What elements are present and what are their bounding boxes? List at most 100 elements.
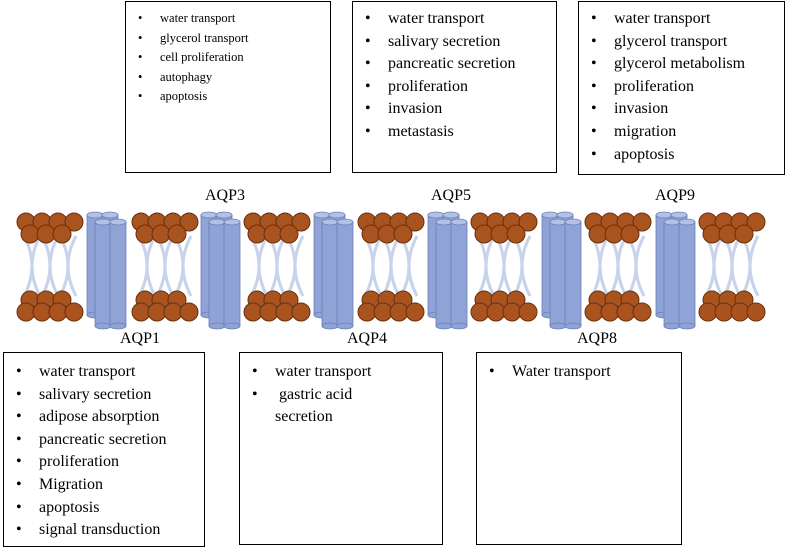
channel-cap bbox=[442, 211, 460, 219]
lipid-tail bbox=[389, 235, 401, 297]
lipid-head bbox=[405, 212, 425, 232]
lipid-head bbox=[632, 212, 652, 232]
lipid-tail bbox=[181, 235, 193, 297]
channel-cap bbox=[549, 218, 567, 226]
lipid-head bbox=[131, 302, 151, 322]
channel-cap bbox=[86, 211, 104, 219]
list-item: proliferation bbox=[16, 451, 198, 474]
list-item: proliferation bbox=[365, 76, 550, 99]
aqp3-function-box: water transport glycerol transport cell … bbox=[125, 1, 331, 173]
aquaporin-channels bbox=[86, 211, 696, 330]
lipid-head bbox=[48, 302, 68, 322]
lipid-tail bbox=[616, 235, 628, 297]
lipid-head bbox=[64, 212, 84, 232]
lipid-head bbox=[490, 224, 510, 244]
lipid-tail bbox=[145, 235, 157, 297]
list-item: water transport bbox=[591, 8, 778, 31]
lipid-tail bbox=[598, 235, 610, 297]
list-item: gastric acid bbox=[252, 384, 436, 407]
lipid-head bbox=[714, 302, 734, 322]
channel-cap bbox=[328, 211, 346, 219]
lipid-head bbox=[163, 302, 183, 322]
lipid-head bbox=[734, 224, 754, 244]
lipid-head bbox=[698, 302, 718, 322]
aqp8-function-list: Water transport bbox=[489, 361, 675, 384]
lipid-head bbox=[718, 224, 738, 244]
channel-cap bbox=[313, 211, 331, 219]
lipid-tail bbox=[275, 235, 287, 297]
list-item: glycerol metabolism bbox=[591, 53, 778, 76]
aqp9-label: AQP9 bbox=[655, 187, 696, 204]
lipid-head bbox=[518, 302, 538, 322]
channel-cap bbox=[678, 218, 696, 226]
channel-column bbox=[549, 221, 567, 327]
channel-column bbox=[223, 221, 241, 327]
lipid-head bbox=[518, 212, 538, 232]
channel-cap bbox=[541, 211, 559, 219]
channel-column bbox=[336, 221, 354, 327]
aqp8-label: AQP8 bbox=[577, 330, 618, 347]
lipid-tail bbox=[712, 235, 724, 297]
lipid-head bbox=[470, 302, 490, 322]
lipid-head bbox=[588, 224, 608, 244]
lipid-head bbox=[361, 224, 381, 244]
lipid-head bbox=[247, 224, 267, 244]
lipid-tail bbox=[48, 235, 60, 297]
lipid-head bbox=[147, 302, 167, 322]
aqp5-function-list: water transport salivary secretion pancr… bbox=[365, 8, 550, 144]
channel-cap bbox=[556, 211, 574, 219]
aqp1-function-list: water transport salivary secretion adipo… bbox=[16, 361, 198, 542]
channel-cap bbox=[450, 218, 468, 226]
channel-base bbox=[94, 322, 112, 330]
list-item: water transport bbox=[252, 361, 436, 384]
channel-cap bbox=[655, 211, 673, 219]
channel-column bbox=[678, 221, 696, 327]
lipid-head bbox=[632, 302, 652, 322]
lipid-head bbox=[357, 302, 377, 322]
channel-column bbox=[109, 221, 127, 327]
lipid-head bbox=[275, 302, 295, 322]
list-item: pancreatic secretion bbox=[16, 429, 198, 452]
aqp3-label: AQP3 bbox=[205, 187, 246, 204]
list-item: apoptosis bbox=[138, 87, 324, 107]
list-item: apoptosis bbox=[16, 497, 198, 520]
lipid-head bbox=[616, 302, 636, 322]
lipid-head bbox=[620, 224, 640, 244]
lipid-head bbox=[32, 302, 52, 322]
lipid-head bbox=[135, 224, 155, 244]
lipid-tail bbox=[484, 235, 496, 297]
lipid-head bbox=[64, 302, 84, 322]
list-item: water transport bbox=[365, 8, 550, 31]
lipid-tail bbox=[520, 235, 532, 297]
lipid-head bbox=[291, 302, 311, 322]
lipid-head bbox=[584, 302, 604, 322]
channel-base bbox=[336, 322, 354, 330]
aqp5-label: AQP5 bbox=[431, 187, 472, 204]
lipid-head bbox=[179, 302, 199, 322]
list-item: invasion bbox=[591, 98, 778, 121]
channel-cap bbox=[200, 211, 218, 219]
lipid-head bbox=[389, 302, 409, 322]
channel-cap bbox=[215, 211, 233, 219]
channel-base bbox=[663, 322, 681, 330]
channel-cap bbox=[94, 218, 112, 226]
list-item: cell proliferation bbox=[138, 48, 324, 68]
channel-cap bbox=[109, 218, 127, 226]
channel-cap bbox=[208, 218, 226, 226]
aqp4-function-box: water transport gastric acid secretion bbox=[239, 352, 443, 545]
list-item: invasion bbox=[365, 98, 550, 121]
list-item: adipose absorption bbox=[16, 406, 198, 429]
lipid-tails bbox=[22, 235, 760, 297]
channel-column bbox=[435, 221, 453, 327]
lipid-head bbox=[746, 302, 766, 322]
lipid-head bbox=[16, 302, 36, 322]
channel-base bbox=[223, 322, 241, 330]
aqp8-function-box: Water transport bbox=[476, 352, 682, 545]
lipid-head bbox=[502, 302, 522, 322]
list-item: proliferation bbox=[591, 76, 778, 99]
lipid-tail bbox=[293, 235, 305, 297]
lipid-heads bbox=[16, 212, 766, 322]
lipid-tail bbox=[730, 235, 742, 297]
channel-cap bbox=[564, 218, 582, 226]
list-item: signal transduction bbox=[16, 519, 198, 542]
